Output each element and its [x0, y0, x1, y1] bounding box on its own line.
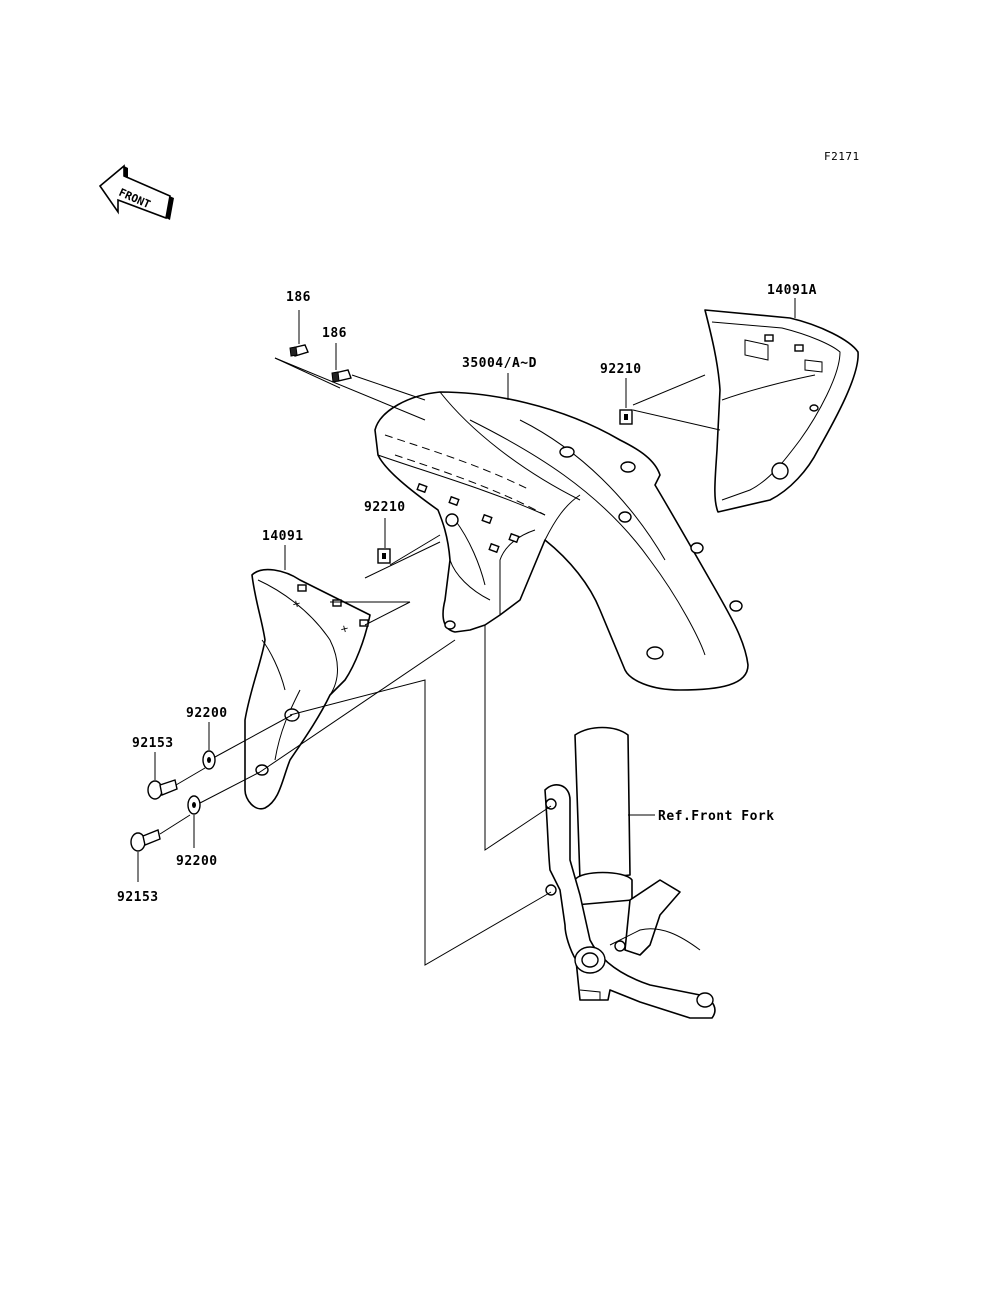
callout-14091: 14091: [262, 529, 304, 544]
callout-92153-a: 92153: [132, 736, 174, 751]
bolt-92153-a: [147, 779, 178, 800]
callout-14091a: 14091A: [767, 283, 817, 298]
callout-186-a: 186: [286, 290, 311, 305]
washer-92200-a: [202, 750, 216, 770]
front-direction-arrow-icon: FRONT: [98, 164, 174, 220]
callout-92210-b: 92210: [364, 500, 406, 515]
callout-186-b: 186: [322, 326, 347, 341]
bolt-92153-b: [130, 829, 161, 852]
callout-92200-b: 92200: [176, 854, 218, 869]
nut-92210-b: [377, 548, 391, 564]
nut-92210-a: [619, 409, 633, 425]
front-fork-reference-part: [544, 726, 716, 1019]
figure-id-label: F2171: [824, 150, 860, 163]
fender-cover-right-part: [704, 309, 859, 513]
callout-35004: 35004/A~D: [462, 356, 537, 371]
callout-92200-a: 92200: [186, 706, 228, 721]
callout-ref-front-fork: Ref.Front Fork: [658, 809, 775, 824]
fender-cover-left-part: ✕ ✕: [244, 568, 371, 810]
callout-92153-b: 92153: [117, 890, 159, 905]
front-fender-part: [374, 391, 749, 691]
bolt-186-b: [331, 369, 352, 383]
callout-92210-a: 92210: [600, 362, 642, 377]
washer-92200-b: [187, 795, 201, 815]
bolt-186-a: [289, 344, 309, 357]
